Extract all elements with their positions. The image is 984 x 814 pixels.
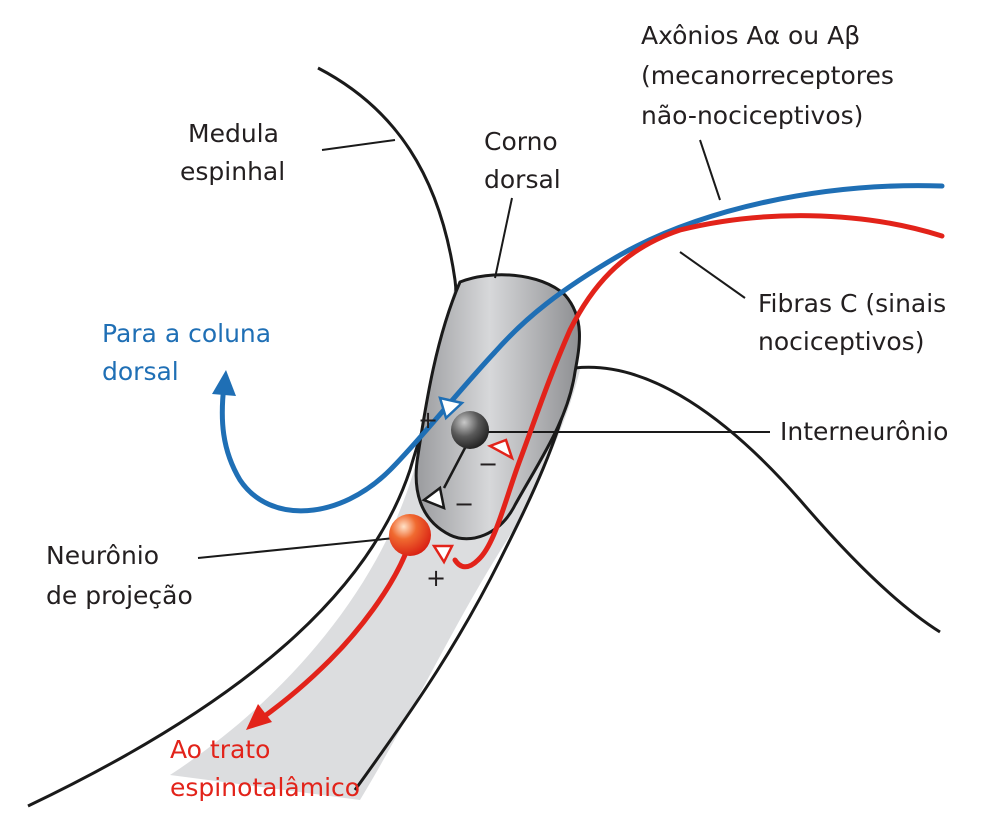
neuronio-label-line1: Neurônio [46, 541, 159, 570]
axon-label-line1: Axônios Aα ou Aβ [641, 21, 860, 50]
inter-synapse-terminal [421, 485, 446, 511]
fibras-label-line1: Fibras C (sinais [758, 289, 946, 318]
minus-sign-inter: − [454, 490, 474, 518]
medula-leader-line [321, 139, 396, 151]
medula-label-line2: espinhal [180, 157, 285, 186]
projection-axon [259, 552, 408, 721]
interneuron-label: Interneurônio [780, 417, 948, 446]
blue-synapse-terminal [438, 396, 465, 421]
red-fiber [452, 213, 945, 570]
corno-label-line2: dorsal [484, 165, 561, 194]
projection-arrowhead [246, 704, 272, 730]
fibras-leader-line [679, 251, 746, 299]
fibras-label-line2: nociceptivos) [758, 327, 924, 356]
corno-leader-line [494, 197, 513, 279]
plus-sign-blue: + [418, 406, 438, 434]
axon-label-line3: não-nociceptivos) [641, 101, 863, 130]
neuronio-label-line2: de projeção [46, 581, 193, 610]
red-synapse-terminal-proj [431, 544, 455, 565]
trato-label-line2: espinotalâmico [170, 773, 360, 802]
gray-matter-right-fill [380, 370, 940, 814]
interneuron-body [451, 411, 489, 449]
blue-arrowhead [212, 370, 236, 396]
minus-sign-red: − [478, 450, 498, 478]
red-synapse-terminal-inter [487, 438, 515, 461]
spinal-cord-outline-right [574, 365, 941, 634]
corno-label-line1: Corno [484, 127, 558, 156]
interneuron-axon [442, 445, 468, 489]
axon-label-line2: (mecanorreceptores [641, 61, 894, 90]
coluna-label-line1: Para a coluna [102, 319, 271, 348]
axon-leader-line [699, 139, 721, 201]
projection-neuron-body [389, 514, 431, 556]
gray-matter-outline [353, 367, 577, 791]
neuronio-leader-line [197, 537, 396, 559]
blue-fiber [219, 183, 945, 514]
plus-sign-red: + [426, 564, 446, 592]
coluna-label-line2: dorsal [102, 357, 179, 386]
trato-label-line1: Ao trato [170, 735, 270, 764]
medula-label-line1: Medula [188, 119, 279, 148]
